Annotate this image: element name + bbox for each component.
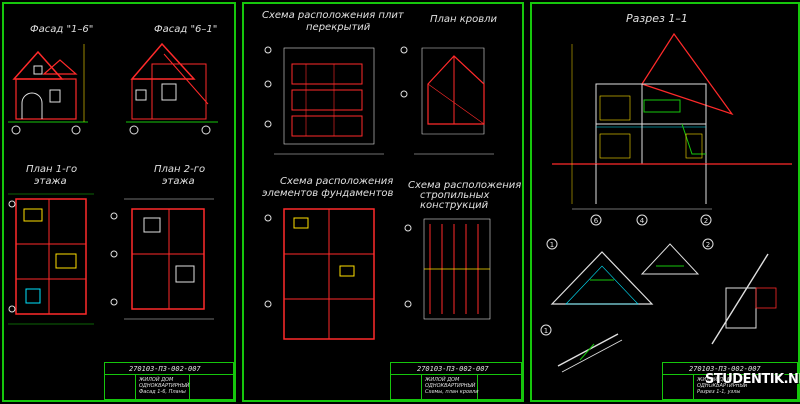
sheet-c-tb-line1: ЖИЛОЙ ДОМ [697,377,732,383]
plan-2-subtitle: этажа [162,176,195,187]
eave-node-drawing: 2 [702,238,777,345]
node-1-bottom-label: 1 [544,327,548,335]
sheet-a-graphics [8,42,218,325]
plan-2-title: План 2-го [154,164,206,175]
sheet-a-tb-line2: ОДНОКВАРТИРНЫЙ [139,383,190,389]
sheet-b-graphics [264,46,494,340]
roof-plan-title: План кровли [430,14,498,25]
sheet-c-tb-line2: ОДНОКВАРТИРНЫЙ [697,383,748,389]
drawing-sheet-facades-plans[interactable]: Фасад "1–6" Фасад "6–1" План 1-го этажа … [2,2,236,402]
sheet-b-tb-line2: ОДНОКВАРТИРНЫЙ [425,383,476,389]
foundation-scheme-subtitle: элементов фундаментов [262,188,394,199]
plan-1-drawing [8,193,94,325]
node-2-label: 2 [706,241,710,249]
plan-1-title: План 1-го [26,164,78,175]
sheet-b-tb-line1: ЖИЛОЙ ДОМ [425,377,460,383]
sheet-a-title-block: 270103-ПЗ-002-007 ЖИЛОЙ ДОМ ОДНОКВАРТИРН… [104,362,234,400]
sheet-c-tb-line3: Разрез 1-1, узлы [697,389,741,395]
sheet-c-title-block: 270103-ПЗ-002-007 ЖИЛОЙ ДОМ ОДНОКВАРТИРН… [662,362,798,400]
rafter-scheme-subtitle-2: конструкций [420,200,489,211]
plates-scheme-subtitle: перекрытий [306,22,371,33]
plates-scheme-title: Схема расположения плит [262,10,404,21]
facade-6-1-drawing [126,42,218,135]
foundation-scheme-title: Схема расположения [280,176,394,187]
watermark-logo: STUDENTIK.NET [705,372,800,387]
sheet-c-code: 270103-ПЗ-002-007 [689,365,761,373]
sheet-b-title-block: 270103-ПЗ-002-007 ЖИЛОЙ ДОМ ОДНОКВАРТИРН… [390,362,522,400]
foundation-scheme-drawing [264,208,375,340]
section-1-1-title: Разрез 1–1 [626,12,688,25]
axis-2-label: 2 [704,217,708,225]
sheet-a-code: 270103-ПЗ-002-007 [129,365,201,373]
roof-plan-drawing [400,46,494,155]
facade-1-6-title: Фасад "1–6" [30,24,94,35]
drawing-sheet-section[interactable]: Разрез 1–1 6 4 2 [530,2,800,402]
sheet-a-tb-line3: Фасад 1-6, Планы [139,389,186,395]
plan-2-drawing [110,198,214,320]
section-1-1-drawing: 6 4 2 [552,32,792,226]
sheet-a-tb-line1: ЖИЛОЙ ДОМ [139,377,174,383]
drawing-sheet-schemes[interactable]: Схема расположения плит перекрытий План … [242,2,524,402]
rafter-scheme-subtitle: стропильных [420,190,490,201]
sheet-b-code: 270103-ПЗ-002-007 [417,365,489,373]
facade-1-6-drawing [8,44,88,135]
axis-6-label: 6 [594,217,599,225]
sheet-b-tb-line3: Схемы, план кровли [425,389,479,395]
node-1-label: 1 [550,241,554,249]
rafter-scheme-title: Схема расположения [408,180,522,191]
rafter-scheme-drawing [404,218,491,320]
roof-node-ridge-drawing [640,243,700,275]
axis-4-label: 4 [640,217,645,225]
plates-scheme-drawing [264,46,384,155]
roof-node-1-drawing: 1 [546,238,654,305]
plan-1-subtitle: этажа [34,176,67,187]
roof-node-2-drawing: 1 [540,324,623,373]
sheet-c-graphics: 6 4 2 1 2 1 [540,32,792,373]
facade-6-1-title: Фасад "6–1" [154,24,218,35]
